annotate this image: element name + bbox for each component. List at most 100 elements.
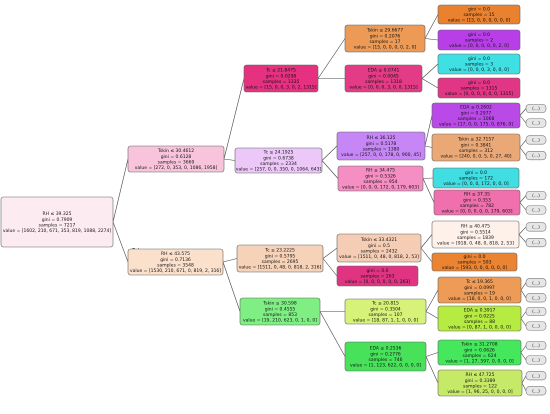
truncated-label: (...) bbox=[532, 280, 540, 286]
node-line: EDA ≤ 0.0741 bbox=[368, 68, 400, 74]
truncated-edge-n22-a bbox=[519, 195, 527, 203]
truncated-pill bbox=[525, 238, 547, 248]
node-line: RH ≤ 37.35 bbox=[464, 192, 490, 198]
node-line: value = [918, 0, 48, 0, 818, 2, 53] bbox=[437, 240, 514, 246]
truncated-node: (...) bbox=[525, 355, 547, 365]
node-box bbox=[0, 196, 114, 248]
tree-edge-n9-n20 bbox=[424, 145, 433, 148]
node-line: Tskin ≤ 30.4612 bbox=[157, 148, 194, 154]
node-line: gini = 0.2776 bbox=[370, 351, 401, 357]
truncated-pill bbox=[525, 340, 547, 351]
tree-edge-n8-n18 bbox=[421, 78, 439, 89]
tree-edge-n11-n24 bbox=[420, 247, 433, 263]
truncated-edge-n19-b bbox=[519, 115, 527, 124]
node-line: Tc ≤ 24.1925 bbox=[263, 150, 294, 156]
truncated-pill bbox=[525, 151, 547, 161]
truncated-pill bbox=[525, 222, 547, 232]
node-line: gini = 0.0 bbox=[468, 56, 490, 62]
node-line: value = [0, 0, 0, 172, 0, 179, 603] bbox=[342, 184, 419, 190]
node-line: gini = 0.0 bbox=[367, 268, 389, 274]
truncated-label: (...) bbox=[532, 295, 540, 301]
truncated-node: (...) bbox=[525, 205, 547, 215]
truncated-edge-n26-b bbox=[520, 318, 527, 327]
node-box bbox=[337, 165, 424, 192]
tree-edge-n13-n25 bbox=[425, 289, 439, 312]
truncated-label: (...) bbox=[532, 343, 540, 349]
tree-edge-n9-n19 bbox=[424, 115, 433, 147]
node-line: samples = 3548 bbox=[157, 262, 194, 268]
node-line: value = [257, 0, 0, 178, 0, 900, 45] bbox=[341, 152, 421, 158]
truncated-pill bbox=[525, 205, 547, 215]
node-line: value = [0, 0, 0, 172, 0, 0, 0] bbox=[443, 181, 509, 187]
node-box bbox=[336, 131, 426, 161]
node-line: samples = 15 bbox=[463, 12, 494, 18]
truncated-edge-n22-b bbox=[519, 202, 527, 211]
node-box bbox=[336, 233, 422, 263]
truncated-node: (...) bbox=[525, 293, 547, 303]
node-box bbox=[239, 297, 321, 326]
node-box bbox=[243, 64, 319, 93]
node-line: samples = 593 bbox=[458, 260, 492, 266]
node-box bbox=[437, 276, 522, 304]
node-line: RH ≤ 40.475 bbox=[461, 224, 490, 230]
node-line: value = [593, 0, 0, 0, 0, 0, 0] bbox=[442, 265, 508, 271]
tree-edge-n4-n10 bbox=[321, 160, 339, 179]
node-line: EDA ≤ 0.2602 bbox=[460, 105, 492, 111]
node-box bbox=[431, 133, 521, 162]
node-box bbox=[344, 64, 423, 93]
tree-edge-root-n1 bbox=[112, 158, 129, 223]
node-line: value = [17, 0, 0, 175, 0, 876, 0] bbox=[439, 121, 513, 127]
node-line: value = [257, 0, 0, 350, 0, 1064, 643] bbox=[236, 166, 322, 172]
tree-edge-n13-n26 bbox=[425, 311, 439, 319]
node-line: gini = 0.6738 bbox=[263, 155, 294, 161]
node-box bbox=[344, 298, 427, 325]
truncated-edge-n27-a bbox=[520, 345, 527, 353]
node-line: samples = 1318 bbox=[365, 79, 402, 85]
truncated-label: (...) bbox=[532, 193, 540, 199]
node-line: samples = 624 bbox=[463, 353, 497, 359]
truncated-pill bbox=[525, 293, 547, 303]
node-line: samples = 1335 bbox=[263, 79, 300, 85]
node-line: value = [1511, 0, 48, 0, 818, 2, 53] bbox=[339, 254, 419, 260]
truncated-edge-n25-b bbox=[520, 289, 527, 298]
node-line: gini = 0.0 bbox=[465, 170, 487, 176]
node-box bbox=[437, 53, 521, 75]
node-line: Tskin ≤ 33.4321 bbox=[360, 237, 397, 243]
node-line: value = [1, 96, 25, 0, 0, 0, 0] bbox=[447, 389, 513, 395]
node-line: value = [0, 0, 0, 0, 0, 2, 0] bbox=[449, 43, 509, 49]
node-line: Tskin ≤ 32.7157 bbox=[457, 137, 494, 143]
truncated-pill bbox=[525, 386, 547, 396]
node-line: gini = 0.5 bbox=[368, 243, 390, 249]
node-line: samples = 122 bbox=[463, 383, 497, 389]
node-line: value = [0, 0, 0, 0, 0, 0, 263] bbox=[345, 279, 411, 285]
truncated-pill bbox=[525, 118, 547, 128]
node-line: gini = 0.3504 bbox=[370, 306, 401, 312]
truncated-edge-n27-b bbox=[520, 352, 527, 361]
truncated-node: (...) bbox=[525, 190, 547, 201]
node-box bbox=[234, 147, 323, 174]
node-line: samples = 1068 bbox=[458, 116, 495, 122]
truncated-label: (...) bbox=[532, 373, 540, 379]
node-line: samples = 19 bbox=[464, 290, 495, 296]
tree-edge-n3-n7 bbox=[317, 38, 346, 79]
node-line: gini = 0.0 bbox=[468, 32, 490, 38]
truncated-node: (...) bbox=[525, 321, 547, 331]
truncated-edge-n28-b bbox=[521, 382, 527, 391]
node-box bbox=[127, 248, 224, 276]
tree-edge-n10-n22 bbox=[422, 178, 435, 203]
truncated-node: (...) bbox=[525, 340, 547, 351]
node-line: samples = 17 bbox=[369, 39, 400, 45]
truncated-pill bbox=[525, 135, 547, 145]
node-line: samples = 2432 bbox=[361, 248, 398, 254]
